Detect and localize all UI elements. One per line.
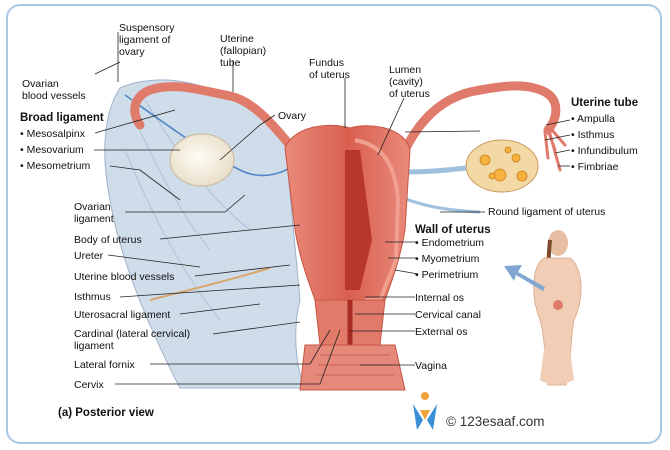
uterine-tube-item-ampulla: • Ampulla <box>571 113 615 125</box>
right-uterine-tube <box>400 81 561 155</box>
label-ovarian-vessels-line1: Ovarian <box>22 78 59 90</box>
label-body-of-uterus: Body of uterus <box>74 234 142 246</box>
label-ureter: Ureter <box>74 250 104 262</box>
label-uterine-tube-line2: (fallopian) <box>220 45 266 57</box>
wall-item-perimetrium: • Perimetrium <box>415 269 478 281</box>
leader-lines <box>94 32 571 385</box>
label-suspensory-line2: ligament of <box>119 34 170 46</box>
label-lumen-line1: Lumen <box>389 64 421 76</box>
left-ovary <box>169 133 235 187</box>
wall-item-myometrium: • Myometrium <box>415 253 480 265</box>
label-ovarian-ligament-line2: ligament <box>74 213 114 225</box>
wall-of-uterus-title: Wall of uterus <box>415 224 491 236</box>
broad-ligament-title: Broad ligament <box>20 112 104 124</box>
label-lumen-line2: (cavity) <box>389 76 423 88</box>
vagina <box>299 344 406 391</box>
uterine-tube-item-infundibulum: • Infundibulum <box>571 145 638 157</box>
label-uterine-tube-line3: tube <box>220 57 241 69</box>
label-cardinal-line1: Cardinal (lateral cervical) <box>74 328 190 340</box>
left-uterine-tube <box>130 82 297 153</box>
right-fimbriae <box>543 128 567 172</box>
pointer-arrow <box>504 265 545 291</box>
uterine-tube-item-isthmus: • Isthmus <box>571 129 614 141</box>
label-cardinal-line2: ligament <box>74 340 114 352</box>
label-uterine-tube-line1: Uterine <box>220 33 254 45</box>
label-suspensory-line3: ovary <box>119 46 145 58</box>
ureter-vessel <box>149 267 271 301</box>
watermark: © 123esaaf.com <box>446 414 545 429</box>
label-external-os: External os <box>415 326 468 338</box>
label-cervical-canal: Cervical canal <box>415 309 481 321</box>
label-lateral-fornix: Lateral fornix <box>74 359 135 371</box>
label-isthmus-left: Isthmus <box>74 291 111 303</box>
myometrium-band <box>354 138 401 302</box>
site-logo <box>413 392 437 430</box>
round-ligament-vessel <box>394 193 481 214</box>
figure-caption: (a) Posterior view <box>58 407 154 419</box>
uterine-cavity <box>345 150 372 290</box>
label-internal-os: Internal os <box>415 292 464 304</box>
uterine-tube-title: Uterine tube <box>571 97 638 109</box>
body-silhouette <box>533 230 582 386</box>
uterine-tube-item-fimbriae: • Fimbriae <box>571 161 619 173</box>
label-uterine-blood-vessels: Uterine blood vessels <box>74 271 174 283</box>
label-vagina: Vagina <box>415 360 447 372</box>
broad-ligament-item-mesovarium: • Mesovarium <box>20 144 84 156</box>
label-ovary: Ovary <box>278 110 307 122</box>
label-ovarian-ligament-line1: Ovarian <box>74 201 111 213</box>
label-uterosacral: Uterosacral ligament <box>74 309 170 321</box>
broad-ligament-item-mesosalpinx: • Mesosalpinx <box>20 128 86 140</box>
label-round-ligament: Round ligament of uterus <box>488 206 605 218</box>
label-cervix: Cervix <box>74 379 105 391</box>
right-ovarian-ligament <box>404 165 467 175</box>
label-lumen-line3: of uterus <box>389 88 430 100</box>
broad-ligament-item-mesometrium: • Mesometrium <box>20 160 90 172</box>
label-suspensory-line1: Suspensory <box>119 22 175 34</box>
label-fundus-line2: of uterus <box>309 69 350 81</box>
label-fundus-line1: Fundus <box>309 57 344 69</box>
right-ovary <box>465 139 539 193</box>
label-ovarian-vessels-line2: blood vessels <box>22 90 86 102</box>
ovarian-follicles <box>479 146 528 182</box>
wall-item-endometrium: • Endometrium <box>415 237 484 249</box>
